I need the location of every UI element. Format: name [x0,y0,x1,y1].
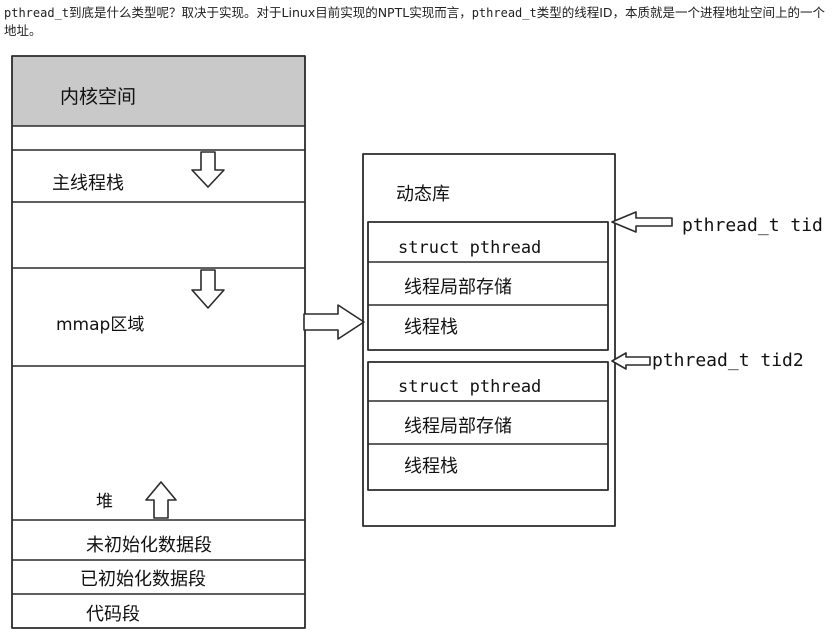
thread-stack-label: 线程栈 [404,317,458,338]
mmap-grow-down-arrow-icon [191,269,225,309]
thread-stack-label: 线程栈 [404,456,458,477]
thread-local-storage-label: 线程局部存储 [404,277,512,298]
dynamic-library-box: 动态库 struct pthread 线程局部存储 线程栈 struct pth… [362,153,616,527]
tid2-pointer-arrow-icon [611,352,651,370]
address-space-outline [11,55,306,629]
struct-pthread-label: struct pthread [398,238,541,258]
bss-segment-label: 未初始化数据段 [86,535,212,556]
intro-paragraph: pthread_t到底是什么类型呢？取决于实现。对于Linux目前实现的NPTL… [4,4,834,39]
mmap-region-label: mmap区域 [56,315,144,335]
mmap-to-library-arrow-icon [303,304,365,340]
intro-text-a: 到底是什么类型呢？取决于实现。对于Linux目前实现的NPTL实现而言， [69,5,472,20]
intro-text-b: 类型的线程ID，本质就是一个进程地址空间上的一个地址。 [4,5,826,38]
text-segment-label: 代码段 [86,604,140,625]
struct-pthread-label: struct pthread [398,377,541,397]
main-thread-stack-label: 主线程栈 [52,173,124,194]
thread-block-outline [367,361,609,491]
heap-grow-up-arrow-icon [145,481,177,519]
tid-pointer-arrow-icon [611,211,673,233]
heap-label: 堆 [96,492,113,512]
tid-label: pthread_t tid [682,215,823,236]
dynamic-library-title: 动态库 [396,184,450,205]
tid2-label: pthread_t tid2 [652,350,804,371]
stack-grow-down-arrow-icon [191,151,225,188]
thread-block-2: struct pthread 线程局部存储 线程栈 [367,361,609,491]
address-space-column: 内核空间 主线程栈 mmap区域 堆 未初始化数据段 已初始化数据段 代码段 [11,55,306,629]
kernel-space-fill [12,56,305,126]
code-term-2: pthread_t [471,6,537,20]
kernel-space-label: 内核空间 [60,86,136,108]
thread-block-outline [367,221,609,351]
thread-block-1: struct pthread 线程局部存储 线程栈 [367,221,609,351]
data-segment-label: 已初始化数据段 [80,569,206,590]
code-term: pthread_t [4,6,70,20]
thread-local-storage-label: 线程局部存储 [404,416,512,437]
dynamic-library-outline [362,153,616,527]
